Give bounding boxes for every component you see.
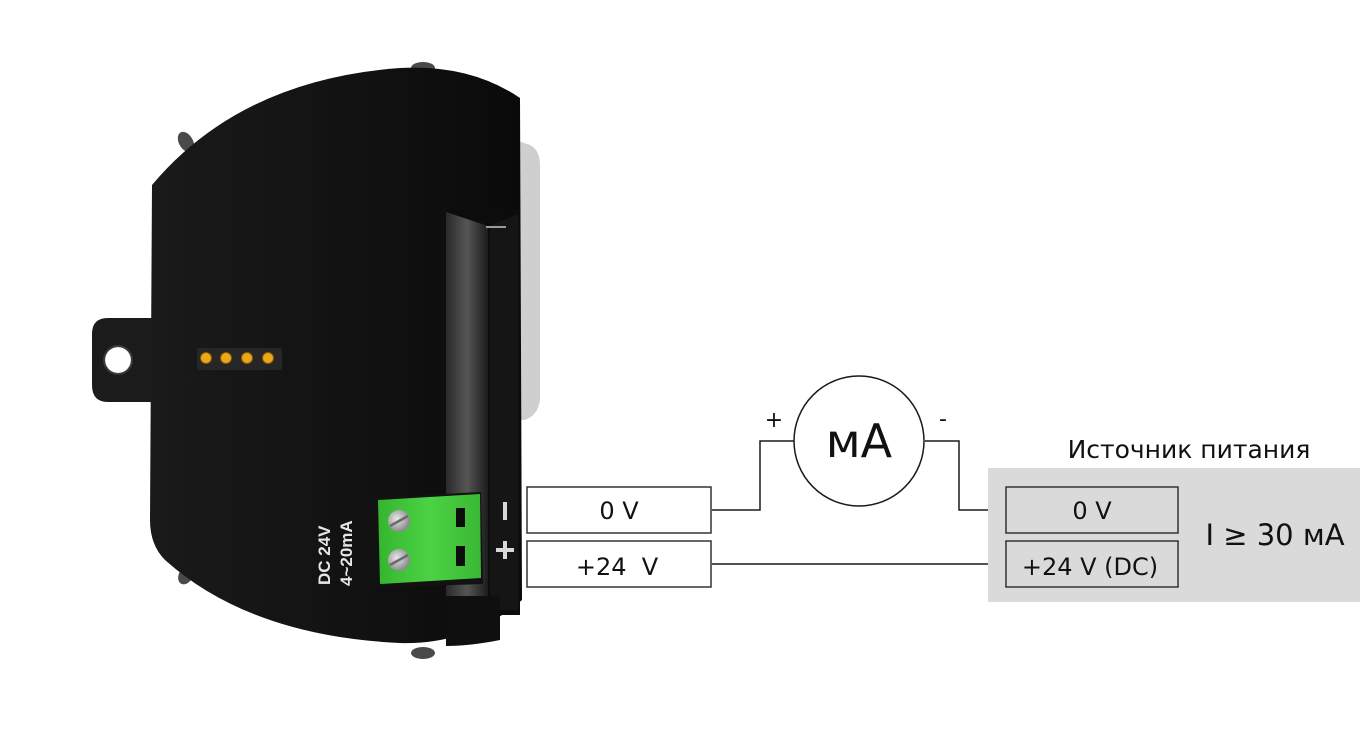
supply-terminal-zero-v-label: 0 V: [1072, 497, 1112, 525]
device-terminal-plus-24v: +24 V: [526, 540, 712, 588]
supply-terminal-zero-v: 0 V: [1005, 486, 1179, 534]
screw-bottom: [411, 647, 435, 659]
device-side-flange: [515, 140, 540, 420]
power-supply: Источник питания 0 V +24 V (DC) I ≥ 30 м…: [988, 435, 1360, 602]
terminal-slot-top: [456, 508, 465, 527]
device-minus-mark: [503, 502, 507, 520]
milliammeter-plus-sign: +: [765, 408, 783, 433]
terminal-block-body: [378, 494, 481, 584]
terminal-block: [365, 492, 483, 588]
device-label-voltage: DC 24V: [315, 525, 334, 585]
wire-meter-to-supply-zero-v: [925, 440, 1006, 511]
supply-current-requirement: I ≥ 30 мА: [1205, 518, 1344, 552]
supply-terminal-plus-24v: +24 V (DC): [1005, 540, 1179, 588]
schematic: [712, 440, 1006, 565]
milliammeter-minus-sign: -: [939, 407, 947, 432]
terminal-slot-bottom: [456, 546, 465, 566]
pin-header: [197, 348, 282, 370]
pin-1: [200, 352, 212, 364]
device-terminal-plus-24v-label: +24 V: [576, 553, 659, 581]
milliammeter-circle: [793, 375, 925, 507]
power-supply-title: Источник питания: [1068, 435, 1311, 464]
pin-3: [241, 352, 253, 364]
device-label-current: 4~20mA: [337, 520, 356, 586]
device-terminal-zero-v: 0 V: [526, 486, 712, 534]
pin-4: [262, 352, 274, 364]
milliammeter: мА + -: [765, 375, 947, 507]
pin-2: [220, 352, 232, 364]
milliammeter-label: мА: [826, 414, 893, 468]
wire-zero-v-to-meter: [712, 440, 795, 511]
mounting-hole: [105, 347, 131, 373]
device-terminal-zero-v-label: 0 V: [599, 497, 639, 525]
device-plus-mark: [496, 541, 514, 559]
supply-terminal-plus-24v-label: +24 V (DC): [1022, 553, 1158, 581]
converter-device: DC 24V 4~20mA: [92, 62, 540, 659]
